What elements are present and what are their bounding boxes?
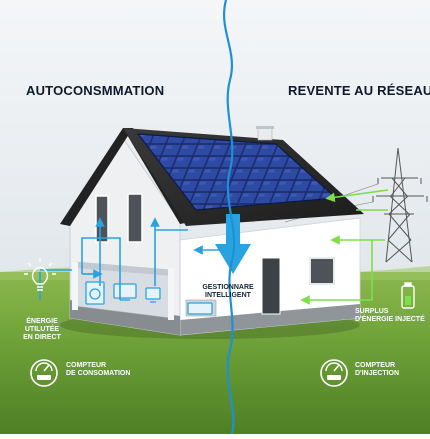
manager-label: GESTIONNARE INTELLIGENT: [196, 284, 260, 300]
surplus-line-2: D'ÉNERGIE INJECTÉ: [355, 316, 425, 324]
lightbulb-icon: [24, 258, 56, 291]
washing-machine-icon: [85, 281, 105, 305]
meter-left-label: COMPTEUR DE CONSOMATION: [66, 362, 156, 378]
title-left: AUTOCONSMMATION: [26, 83, 165, 98]
title-right: REVENTE AU RÉSEAU: [288, 83, 430, 98]
meter-icon: [30, 359, 58, 387]
divider-line: [223, 0, 236, 435]
direct-use-line-2: EN DIRECT: [23, 334, 61, 342]
injection-arrows: [300, 189, 389, 305]
chimney: [257, 127, 273, 141]
window: [127, 193, 143, 243]
direct-use-label: ÉNERGIE UTILUTÉE EN DIRECT: [10, 318, 74, 342]
meter-right-line-1: COMPTEUR: [355, 362, 396, 369]
computer-icon: [145, 287, 161, 303]
window: [309, 257, 335, 285]
solar-panel-icon: [136, 133, 338, 211]
meter-icon: [320, 359, 348, 387]
direct-use-arrows: [39, 217, 226, 300]
manager-line-2: INTELLIGENT: [205, 292, 251, 300]
window: [95, 195, 109, 243]
direct-use-line-1: ÉNERGIE UTILUTÉE: [24, 318, 60, 334]
pylon-icon: [284, 147, 428, 263]
meter-right-line-2: D'INJECTION: [355, 370, 400, 378]
meter-left-line-1: COMPTEUR: [66, 362, 107, 369]
manager-line-1: GESTIONNARE: [202, 284, 254, 291]
surplus-label: SURPLUS D'ÉNERGIE INJECTÉ: [355, 308, 430, 324]
microwave-icon: [187, 302, 213, 315]
meter-left-line-2: DE CONSOMATION: [66, 370, 131, 378]
meter-right-label: COMPTEUR D'INJECTION: [355, 362, 429, 378]
door: [261, 257, 281, 315]
battery-icon: [401, 282, 415, 309]
tv-icon: [113, 283, 137, 301]
surplus-line-1: SURPLUS: [355, 308, 389, 315]
